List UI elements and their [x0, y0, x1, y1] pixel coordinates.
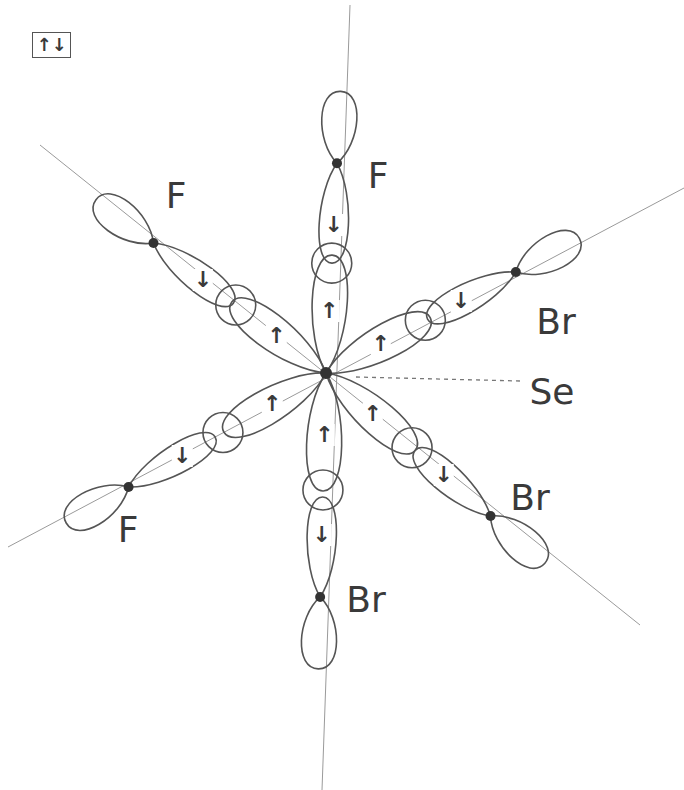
- atom-label: Br: [536, 304, 576, 340]
- atom-dot: [332, 158, 342, 168]
- atom-label: F: [166, 178, 187, 214]
- back-lobe: [85, 186, 164, 257]
- atom-label: F: [368, 158, 389, 194]
- leader-line: [356, 377, 520, 381]
- axis-line: [40, 145, 640, 625]
- bond-orbitals: [318, 223, 588, 389]
- back-lobe: [508, 223, 588, 288]
- spin-arrow: ↓: [193, 269, 213, 291]
- bond-orbitals: [314, 360, 556, 577]
- hybrid-lobe: [215, 358, 335, 447]
- spin-arrow: ↓: [451, 290, 471, 312]
- spin-arrow: ↓: [324, 214, 344, 236]
- hybrid-lobe: [314, 360, 426, 464]
- spin-arrow: ↓: [434, 464, 454, 486]
- back-lobe: [301, 596, 338, 669]
- ligand-lobe: [145, 231, 242, 315]
- atom-dot: [511, 267, 521, 277]
- spin-arrow: ↑: [371, 333, 391, 355]
- spin-arrow: ↑: [314, 424, 334, 446]
- overlap-circle: [303, 470, 343, 510]
- atom-label: Se: [530, 374, 575, 410]
- overlap-circle: [392, 428, 432, 468]
- overlap-circle: [312, 243, 352, 283]
- bond-orbitals: [308, 90, 358, 373]
- spin-arrow: ↑: [319, 300, 339, 322]
- bond-orbitals: [57, 358, 334, 538]
- atom-dot: [320, 367, 332, 379]
- ligand-lobe: [121, 424, 222, 499]
- back-lobe: [319, 90, 358, 164]
- spin-arrow: ↑: [266, 325, 286, 347]
- ligand-lobe: [405, 439, 500, 527]
- atom-label: Br: [510, 480, 550, 516]
- bond-orbitals: [301, 373, 344, 670]
- electron-pair: ↑↓: [36, 36, 66, 54]
- atom-dot: [486, 511, 496, 521]
- overlap-circle: [203, 413, 243, 453]
- atom-dot: [148, 238, 158, 248]
- overlap-circle: [216, 285, 256, 325]
- atom-label: F: [118, 512, 139, 548]
- ligand-lobe: [421, 259, 523, 332]
- spin-arrow: ↓: [172, 445, 192, 467]
- overlap-circle: [405, 300, 445, 340]
- atom-label: Br: [346, 582, 386, 618]
- atom-dot: [315, 592, 325, 602]
- spin-arrow: ↑: [363, 403, 383, 425]
- atom-dot: [124, 482, 134, 492]
- bond-orbitals: [85, 186, 336, 387]
- electron-box: ↑↓: [32, 32, 71, 58]
- spin-arrow: ↓: [312, 524, 332, 546]
- spin-arrow: ↑: [262, 393, 282, 415]
- ligand-lobe: [306, 497, 338, 598]
